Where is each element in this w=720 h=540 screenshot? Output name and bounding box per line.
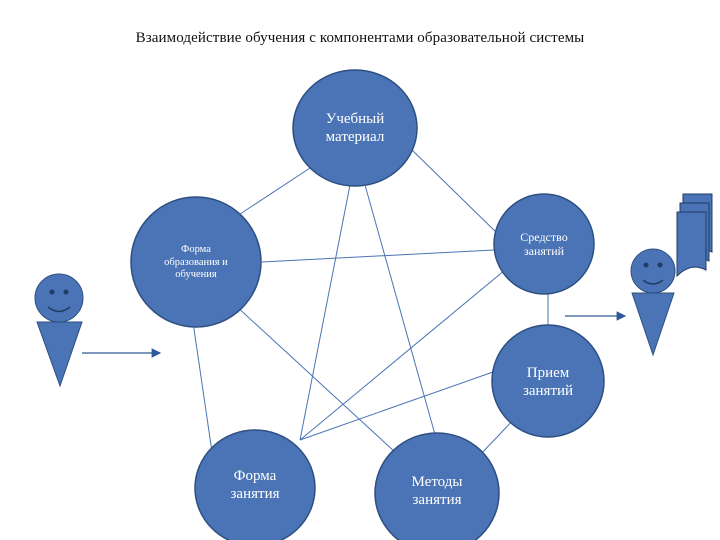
edge-forma-obr-forma-zan [192, 321, 213, 453]
node-forma-obrazovaniya[interactable] [130, 196, 262, 328]
node-forma-zanyatiya[interactable] [194, 429, 316, 540]
slide-title: Взаимодействие обучения с компонентами о… [135, 30, 585, 46]
edge-sredstvo-forma-zan [299, 269, 506, 441]
node-label-metody-zanyatiya: Методы занятия [411, 474, 463, 508]
edge-priem-forma-zan [299, 371, 494, 441]
node-label-uchebny-material: Учебный материал [325, 111, 385, 145]
edge-forma-obr-metody [234, 304, 396, 453]
edge-priem-metody [479, 417, 516, 456]
edge-material-sredstvo [411, 149, 501, 237]
edge-material-forma-zan [299, 184, 351, 441]
node-label-priem-zanyatiy: Прием занятий [522, 365, 574, 399]
edge-material-forma-obr [233, 167, 311, 219]
node-label-forma-zanyatiya: Форма занятия [230, 468, 280, 502]
nodes [130, 69, 605, 540]
student-figure-icon [34, 273, 84, 388]
documents-stack-icon [676, 193, 713, 278]
node-label-forma-obrazovaniya: Форма образования и обучения [164, 244, 228, 281]
node-label-sredstvo-zanyatiy: Средство занятий [520, 229, 568, 258]
edges [192, 149, 549, 456]
node-priem-zanyatiy[interactable] [491, 324, 605, 438]
edge-forma-obr-sredstvo [261, 249, 495, 263]
edge-material-metody [364, 184, 437, 439]
node-uchebny-material[interactable] [292, 69, 418, 187]
node-sredstvo-zanyatiy[interactable] [493, 193, 595, 295]
teacher-figure-icon [630, 248, 676, 357]
node-metody-zanyatiya[interactable] [374, 432, 500, 540]
